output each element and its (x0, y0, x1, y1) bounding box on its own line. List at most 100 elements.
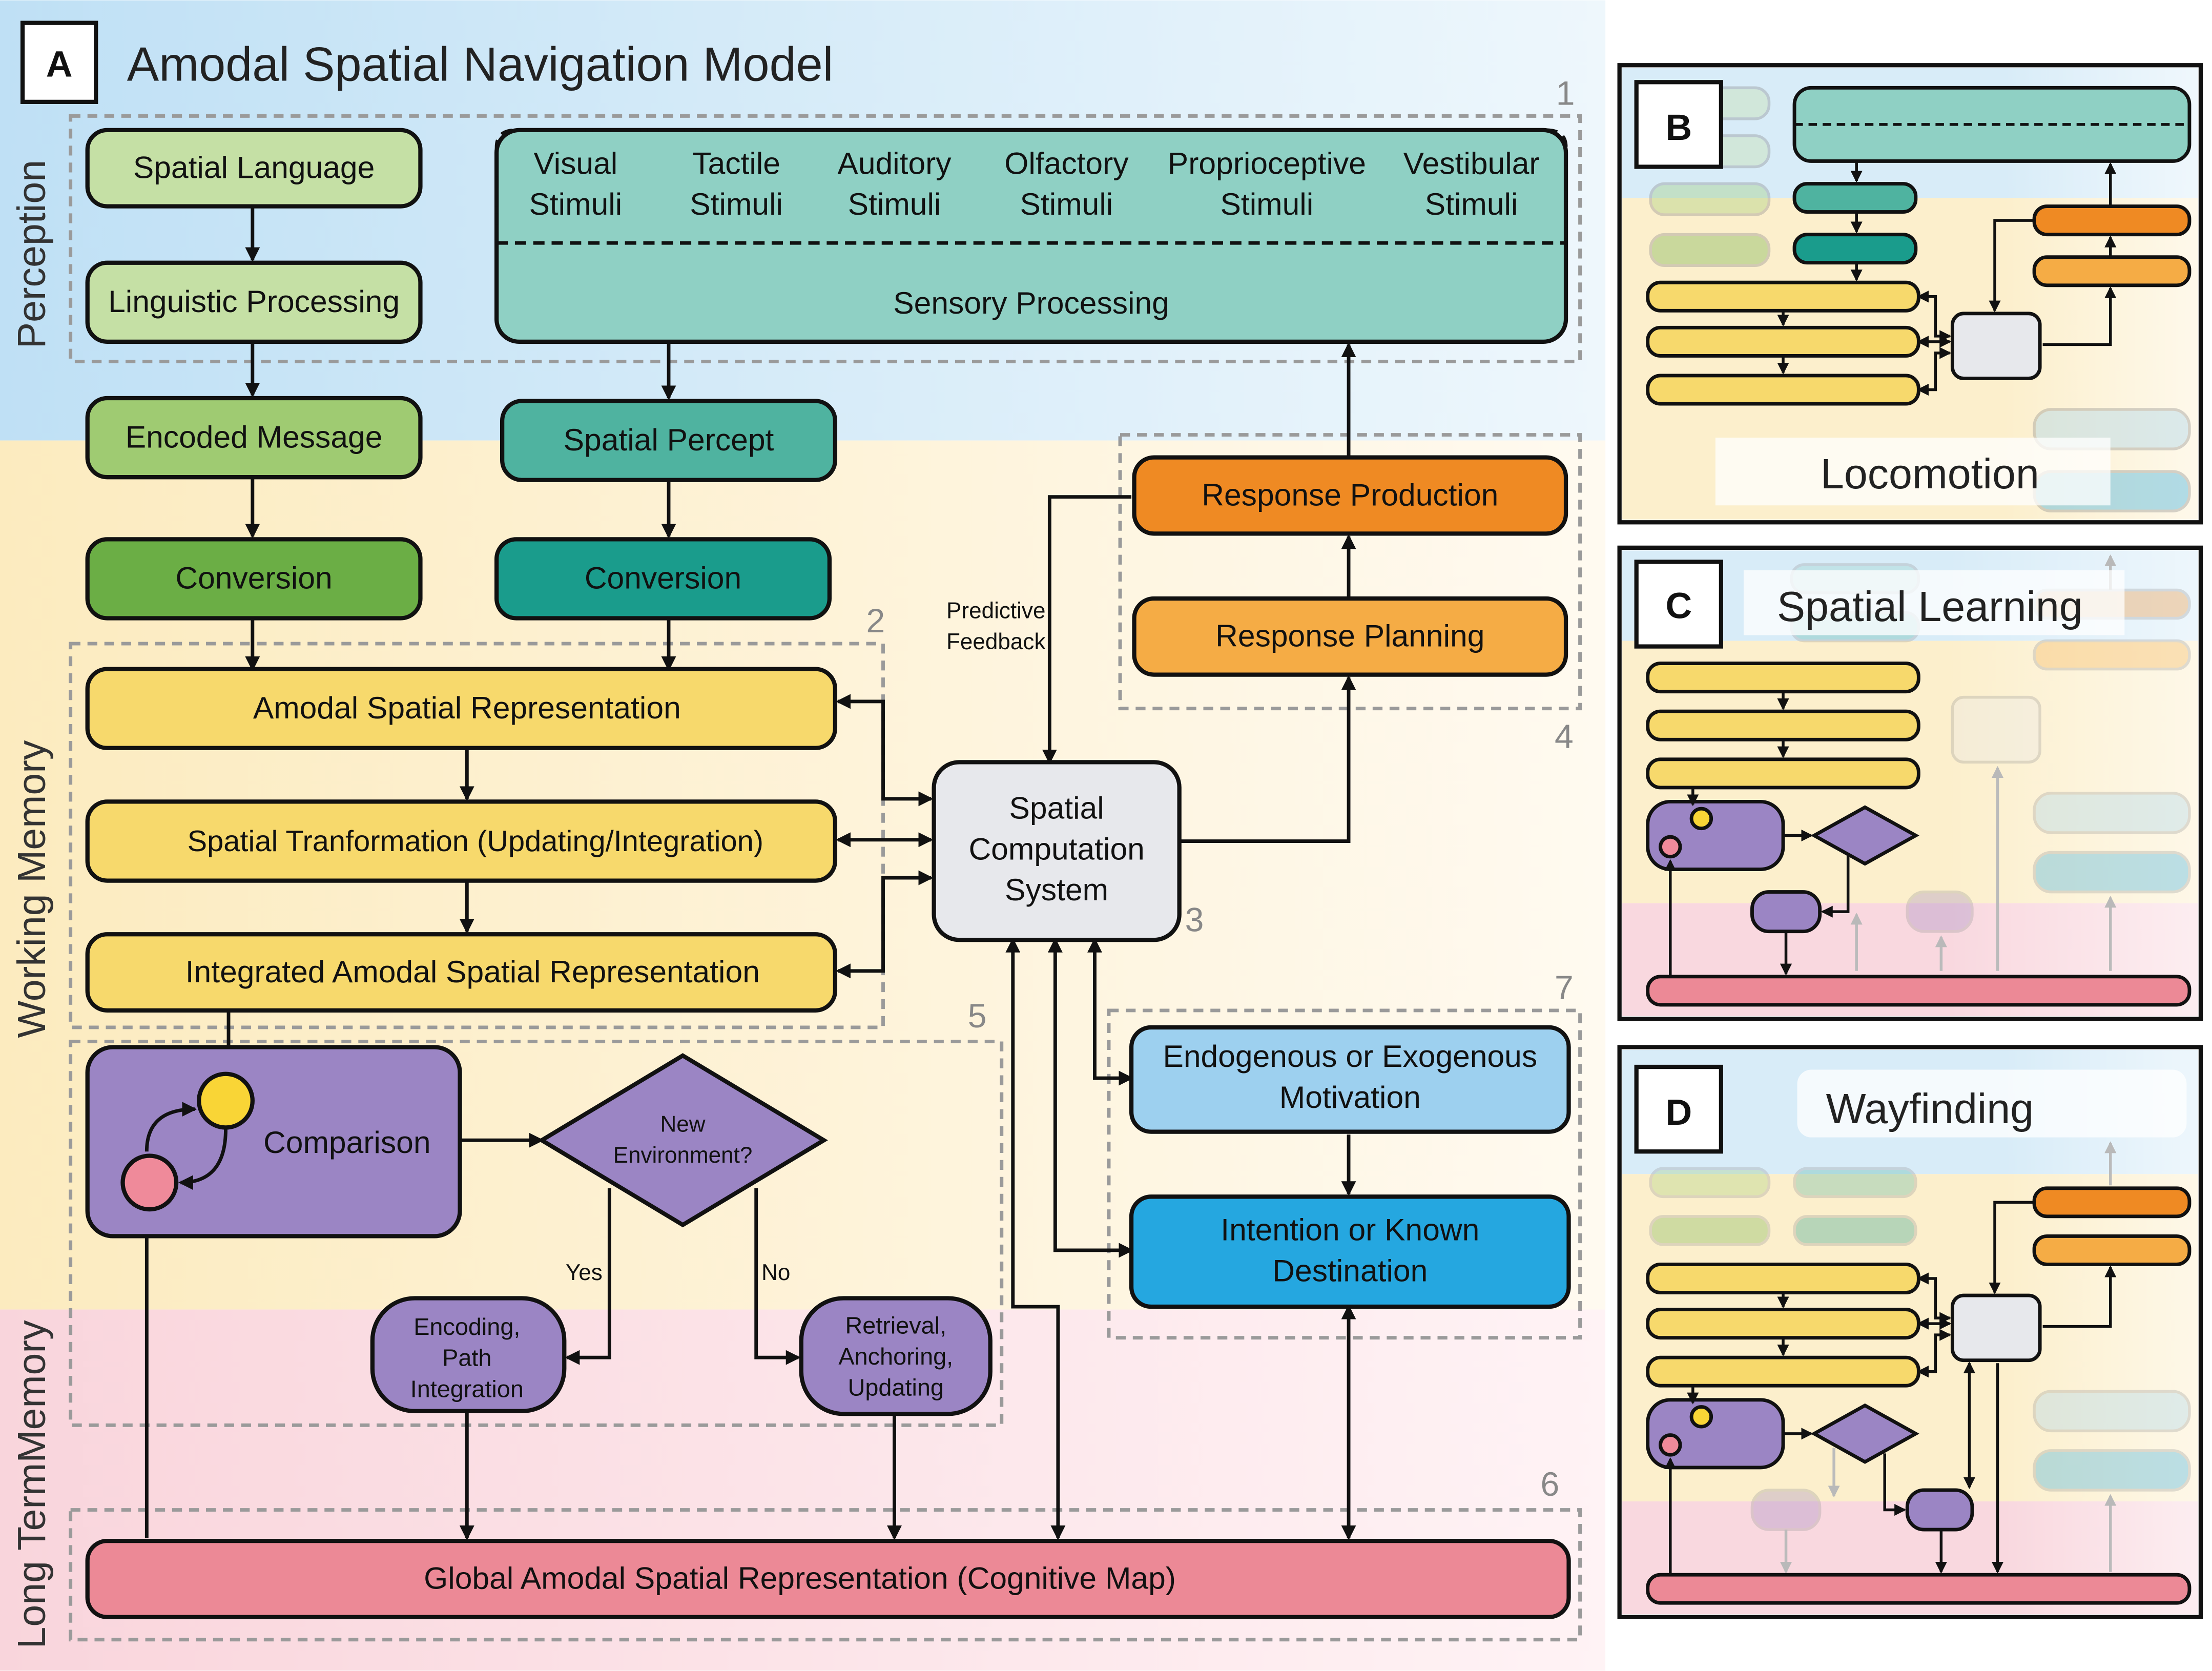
c-pink-dot (1659, 835, 1682, 859)
encoded-message-node (85, 396, 423, 480)
region-5-box (69, 1040, 1004, 1427)
panel-a-title: Amodal Spatial Navigation Model (127, 37, 834, 91)
d-faded-box (1750, 1489, 1822, 1531)
c-faded-box (1951, 695, 2041, 764)
d-amodal-box (1646, 1263, 1920, 1294)
c-faded-box (2033, 792, 2191, 834)
panel-a-letter-box (20, 20, 98, 104)
panel-d-arrows (1664, 1201, 2117, 1575)
encoding-line1: Encoding, (414, 1313, 520, 1340)
node-labels: Spatial Language Linguistic Processing E… (108, 146, 1539, 1595)
b-amodal-box (1646, 280, 1920, 313)
panel-c-letter: C (1665, 586, 1692, 627)
panel-b-letter: B (1665, 107, 1692, 148)
conversion-right-node (494, 537, 832, 621)
spatial-language-label: Spatial Language (133, 150, 375, 185)
region-number-2: 2 (866, 602, 885, 640)
d-faded-box (1649, 1167, 1771, 1199)
tactile-stimuli-line2: Stimuli (690, 187, 783, 221)
intention-line2: Destination (1272, 1253, 1428, 1288)
spatial-percept-node (500, 399, 838, 482)
c-faded-box (2033, 639, 2191, 671)
d-faded-box (1649, 1215, 1771, 1246)
spatial-language-node (85, 128, 423, 209)
scs-label-line3: System (1005, 872, 1108, 907)
panel-a: Perception Working Memory Long TermMemor… (0, 0, 1606, 1671)
panel-b: Locomotion B (1617, 63, 2203, 525)
proprioceptive-stimuli-line1: Proprioceptive (1168, 146, 1366, 180)
vestibular-stimuli-line1: Vestibular (1403, 146, 1540, 180)
global-map-label: Global Amodal Spatial Representation (Co… (424, 1561, 1176, 1596)
d-retrieval-box (1905, 1488, 1974, 1532)
b-percept-box (1792, 182, 1918, 214)
auditory-stimuli-line1: Auditory (837, 146, 952, 180)
region-number-5: 5 (968, 997, 987, 1035)
b-arrow (1916, 347, 1952, 396)
integrated-amodal-node (85, 932, 838, 1013)
region-number-4: 4 (1555, 718, 1574, 756)
b-integrated-box (1646, 374, 1920, 406)
panel-d-title: Wayfinding (1826, 1085, 2034, 1132)
new-environment-line1: New (660, 1112, 705, 1137)
working-memory-zone-label: Working Memory (10, 740, 54, 1038)
b-title-backdrop (1715, 438, 2111, 506)
new-environment-decision (538, 1053, 828, 1228)
panel-d-faded-arrows (1780, 1141, 2117, 1574)
c-amodal-box (1646, 662, 1920, 694)
linguistic-processing-node (85, 260, 423, 344)
spatial-transformation-node (85, 799, 838, 883)
nodes (85, 128, 1571, 1619)
panel-c-letter-box (1634, 560, 1724, 649)
encoding-node (370, 1296, 567, 1413)
stimuli-band-outline (494, 128, 1568, 243)
intention-node (1129, 1194, 1571, 1309)
c-decision-diamond (1810, 805, 1919, 866)
olfactory-stimuli-line2: Stimuli (1020, 187, 1113, 221)
d-production-box (2032, 1186, 2192, 1219)
region-number-7: 7 (1555, 969, 1574, 1007)
panel-d-letter: D (1665, 1092, 1692, 1133)
c-encoding-box (1750, 890, 1822, 934)
comparison-loop (120, 1071, 255, 1212)
panel-d-boxes (1646, 1186, 2192, 1605)
retrieval-node (799, 1296, 993, 1416)
pink-dot (120, 1153, 179, 1212)
loop-arrow-up (144, 1102, 197, 1152)
b-arrow (2042, 286, 2117, 346)
yes-label: Yes (566, 1260, 603, 1285)
retrieval-line3: Updating (848, 1374, 944, 1401)
scs-label-line1: Spatial (1009, 790, 1104, 825)
d-transformation-box (1646, 1308, 1920, 1340)
response-planning-node (1132, 596, 1568, 677)
arrows (139, 206, 1356, 1540)
panel-c-arrows (1664, 691, 1850, 977)
conversion-right-label: Conversion (585, 561, 741, 595)
panel-b-title: Locomotion (1821, 450, 2039, 498)
d-yellow-dot (1689, 1405, 1713, 1429)
panel-a-letter: A (46, 44, 73, 85)
d-pink-dot (1659, 1433, 1682, 1457)
region-number-1: 1 (1556, 74, 1575, 112)
amodal-spatial-representation-node (85, 667, 838, 750)
d-arrow (1916, 1329, 1952, 1378)
b-arrow (1989, 219, 2035, 313)
response-production-label: Response Production (1202, 477, 1498, 512)
d-arrow (2042, 1265, 2117, 1328)
b-conversion-box (1792, 233, 1918, 265)
c-arrow (1821, 855, 1850, 918)
panel-b-arrows (1777, 161, 2117, 396)
sensory-processing-label: Sensory Processing (893, 285, 1169, 320)
proprioceptive-stimuli-line2: Stimuli (1221, 187, 1314, 221)
amodal-spatial-representation-label: Amodal Spatial Representation (253, 690, 681, 725)
loop-arrow-down (178, 1129, 228, 1190)
comparison-label: Comparison (263, 1125, 430, 1160)
scs-label-line2: Computation (968, 831, 1144, 866)
new-environment-line2: Environment? (613, 1143, 753, 1168)
region-1-box (69, 114, 1582, 363)
global-cognitive-map-node (85, 1538, 1571, 1619)
d-decision-diamond (1810, 1403, 1919, 1464)
spatial-percept-label: Spatial Percept (564, 422, 774, 457)
panel-d: Wayfinding D (1617, 1045, 2203, 1619)
long-term-memory-zone-label: Long TermMemory (10, 1320, 54, 1649)
arrow-integrated-scs (836, 870, 934, 979)
